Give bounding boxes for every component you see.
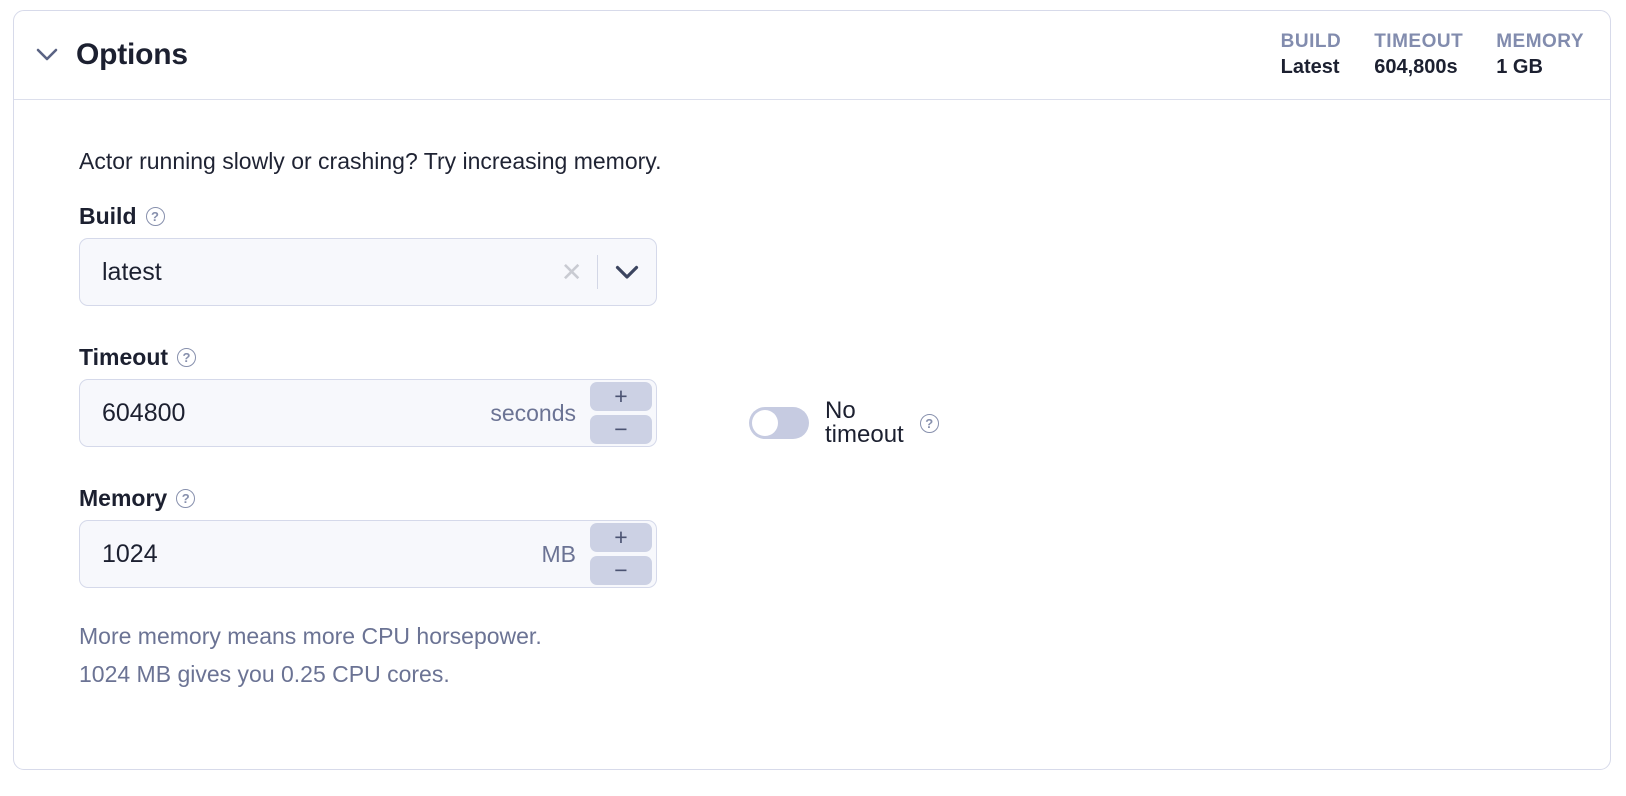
memory-increment-button[interactable]: + [590, 523, 652, 552]
memory-helper-text: More memory means more CPU horsepower. 1… [79, 618, 542, 694]
field-timeout: Timeout ? 604800 seconds + − No timeout [79, 346, 939, 447]
memory-helper-line-2: 1024 MB gives you 0.25 CPU cores. [79, 660, 450, 687]
help-circle-icon[interactable]: ? [145, 207, 165, 226]
memory-decrement-button[interactable]: − [590, 556, 652, 585]
stat-memory-label: MEMORY [1496, 30, 1584, 52]
close-icon[interactable]: ✕ [560, 257, 583, 287]
timeout-input[interactable]: 604800 seconds + − [79, 379, 657, 447]
memory-input[interactable]: 1024 MB + − [79, 520, 657, 588]
timeout-stepper: + − [590, 382, 656, 444]
stat-memory: MEMORY 1 GB [1463, 29, 1584, 82]
page-title: Options [76, 38, 188, 71]
memory-label: Memory [79, 485, 168, 511]
no-timeout-row: No timeout ? [749, 399, 939, 447]
timeout-label: Timeout [79, 344, 169, 370]
options-card-header: Options BUILD Latest TIMEOUT 604,800s ME… [14, 11, 1610, 100]
build-select[interactable]: latest ✕ [79, 238, 657, 306]
timeout-increment-button[interactable]: + [590, 382, 652, 411]
stat-build: BUILD Latest [1248, 29, 1342, 82]
header-left-group: Options [34, 40, 188, 70]
timeout-unit-label: seconds [490, 399, 576, 426]
help-circle-icon[interactable]: ? [919, 413, 939, 433]
toggle-knob [752, 410, 778, 436]
memory-label-row: Memory ? [79, 487, 657, 510]
memory-stepper: + − [590, 523, 656, 585]
field-memory: Memory ? 1024 MB + − [79, 487, 657, 588]
options-card: Options BUILD Latest TIMEOUT 604,800s ME… [13, 10, 1611, 770]
help-circle-icon[interactable]: ? [177, 348, 197, 367]
timeout-decrement-button[interactable]: − [590, 415, 652, 444]
timeout-label-row: Timeout ? [79, 346, 657, 369]
stat-build-value: Latest [1280, 56, 1340, 79]
no-timeout-label: No timeout [825, 397, 904, 448]
stat-timeout-value: 604,800s [1374, 56, 1458, 79]
stat-timeout-label: TIMEOUT [1374, 30, 1464, 52]
memory-input-value: 1024 [102, 539, 158, 568]
no-timeout-toggle[interactable] [749, 407, 809, 439]
chevron-down-icon[interactable] [598, 265, 656, 280]
stat-memory-value: 1 GB [1496, 56, 1543, 79]
intro-text: Actor running slowly or crashing? Try in… [79, 148, 662, 174]
select-divider [596, 255, 598, 289]
build-select-value: latest [102, 257, 162, 286]
build-label-row: Build ? [79, 205, 657, 228]
memory-unit-label: MB [541, 540, 577, 567]
build-label: Build [79, 203, 137, 229]
stat-timeout: TIMEOUT 604,800s [1341, 29, 1463, 82]
field-build: Build ? latest ✕ [79, 205, 657, 306]
stat-build-label: BUILD [1280, 30, 1342, 52]
memory-helper-line-1: More memory means more CPU horsepower. [79, 623, 542, 649]
help-circle-icon[interactable]: ? [176, 489, 196, 508]
header-stats: BUILD Latest TIMEOUT 604,800s MEMORY 1 G… [1248, 29, 1584, 82]
chevron-down-icon[interactable] [34, 42, 60, 68]
timeout-input-value: 604800 [102, 398, 186, 427]
